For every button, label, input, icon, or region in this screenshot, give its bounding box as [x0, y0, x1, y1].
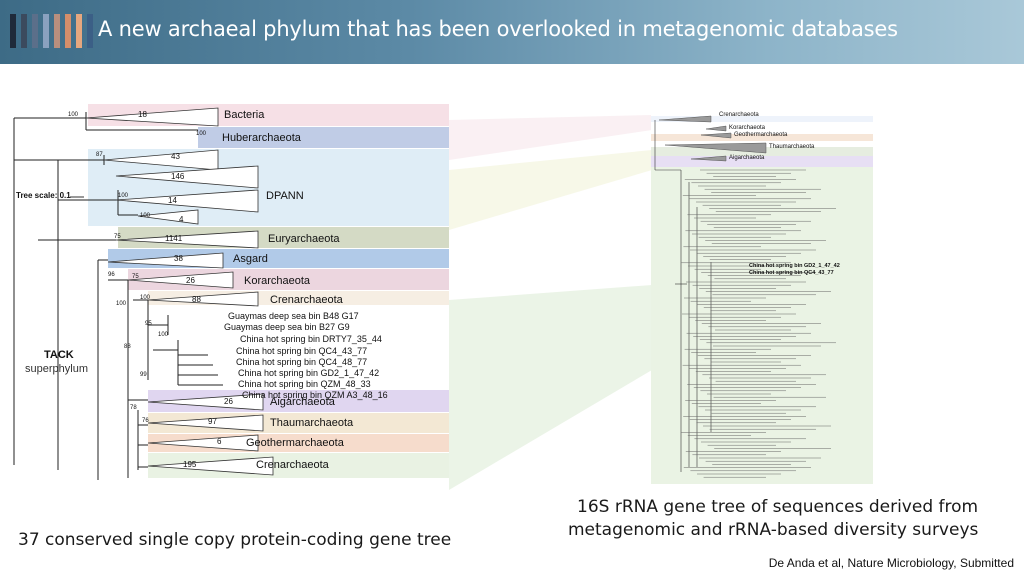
clade-label-huberarchaeota: Huberarchaeota	[222, 132, 301, 144]
clade-label-bacteria: Bacteria	[224, 109, 265, 121]
count-label: 146	[171, 172, 185, 181]
band-huber	[198, 127, 449, 148]
protein-tree-figure	[13, 104, 449, 480]
count-label: 38	[174, 254, 183, 263]
count-label: 26	[186, 276, 195, 285]
count-label: 4	[179, 215, 184, 224]
clade-label-thaumarchaeota: Thaumarchaeota	[270, 417, 354, 429]
clade-label-crenarchaeota-2: Crenarchaeota	[256, 459, 329, 471]
count-label: 43	[171, 152, 180, 161]
bootstrap-label: 96	[108, 272, 115, 278]
title-banner: A new archaeal phylum that has been over…	[0, 0, 1024, 64]
bootstrap-label: 95	[145, 321, 152, 327]
leaf-label: China hot spring bin DRTY7_35_44	[240, 334, 382, 344]
count-label: 1141	[165, 234, 183, 243]
accent-bar	[76, 14, 82, 48]
rrna-clade-label: Aigarchaeota	[729, 155, 765, 161]
clade-label-aigarchaeota: Aigarchaeota	[270, 396, 335, 408]
leaf-label: Guaymas deep sea bin B48 G17	[228, 311, 359, 321]
tree-branches	[13, 112, 223, 480]
bootstrap-label: 75	[132, 274, 139, 280]
rrna-clade-label: Geothermarchaeota	[734, 132, 788, 138]
leaf-label: China hot spring bin QC4_48_77	[236, 357, 368, 367]
bootstrap-label: 100	[140, 295, 151, 301]
clade-label-asgard: Asgard	[233, 253, 268, 265]
accent-bar	[21, 14, 27, 48]
collapsed-clades	[85, 107, 274, 476]
bootstrap-label: 100	[158, 332, 169, 338]
rrna-clade-label: Thaumarchaeota	[769, 144, 815, 150]
clade-label-euryarchaeota: Euryarchaeota	[268, 233, 340, 245]
accent-bar	[10, 14, 16, 48]
leaf-label: China hot spring bin QZM A3_48_16	[242, 390, 388, 400]
rrna-highlight-leaf: China hot spring bin GD2_1_47_42	[749, 263, 840, 269]
band-new	[148, 306, 449, 390]
slide-title: A new archaeal phylum that has been over…	[98, 17, 898, 41]
clade-label-crenarchaeota: Crenarchaeota	[270, 294, 343, 306]
count-label: 97	[208, 417, 217, 426]
count-label: 6	[217, 437, 222, 446]
bootstrap-label: 78	[130, 405, 137, 411]
leaf-label: China hot spring bin GD2_1_47_42	[238, 368, 380, 378]
rrna-clade-label: Crenarchaeota	[719, 112, 759, 118]
bootstrap-label: 75	[114, 234, 121, 240]
caption-left: 37 conserved single copy protein-coding …	[18, 530, 452, 550]
bootstrap-label: 100	[196, 131, 207, 137]
tack-label: TACK	[44, 349, 74, 361]
rrna-clade-label: Korarchaeota	[729, 125, 766, 131]
leaf-label: China hot spring bin QZM_48_33	[238, 379, 371, 389]
caption-right-line2: metagenomic and rRNA-based diversity sur…	[568, 520, 979, 540]
accent-bar	[32, 14, 38, 48]
count-label: 195	[183, 460, 197, 469]
clade-label-geothermarchaeota: Geothermarchaeota	[246, 437, 344, 449]
accent-bar	[65, 14, 71, 48]
clade-label-dpann: DPANN	[266, 190, 304, 202]
bootstrap-label: 100	[116, 301, 127, 307]
bootstrap-label: 87	[96, 152, 103, 158]
citation-credit: De Anda et al, Nature Microbiology, Subm…	[768, 556, 1014, 570]
tack-sub-label: superphylum	[25, 363, 88, 375]
accent-bar	[43, 14, 49, 48]
bootstrap-label: 100	[68, 112, 79, 118]
caption-right-line1: 16S rRNA gene tree of sequences derived …	[577, 497, 979, 517]
protein-tree-panel: Tree scale: 0.1 18 43 146 14 4 1141 38 2…	[8, 100, 449, 485]
bootstrap-label: 76	[142, 418, 149, 424]
bootstrap-label: 100	[118, 193, 129, 199]
band-dpann	[88, 149, 449, 226]
clade-label-korarchaeota: Korarchaeota	[244, 275, 311, 287]
bootstrap-label: 99	[140, 372, 147, 378]
bootstrap-label: 88	[124, 344, 131, 350]
count-label: 88	[192, 295, 201, 304]
rrna-tree-figure	[651, 112, 873, 478]
leaf-label: China hot spring bin QC4_43_77	[236, 346, 368, 356]
accent-bar	[87, 14, 93, 48]
tree-scale-label: Tree scale: 0.1	[16, 191, 71, 200]
count-label: 18	[138, 110, 147, 119]
accent-bar	[54, 14, 60, 48]
count-label: 14	[168, 196, 177, 205]
leaf-label: Guaymas deep sea bin B27 G9	[224, 322, 350, 332]
rrna-tree-panel: Crenarchaeota Korarchaeota Geothermarcha…	[651, 112, 873, 484]
rrna-highlight-leaf: China hot spring bin QC4_43_77	[749, 270, 834, 276]
bootstrap-label: 100	[140, 213, 151, 219]
count-label: 26	[224, 397, 233, 406]
